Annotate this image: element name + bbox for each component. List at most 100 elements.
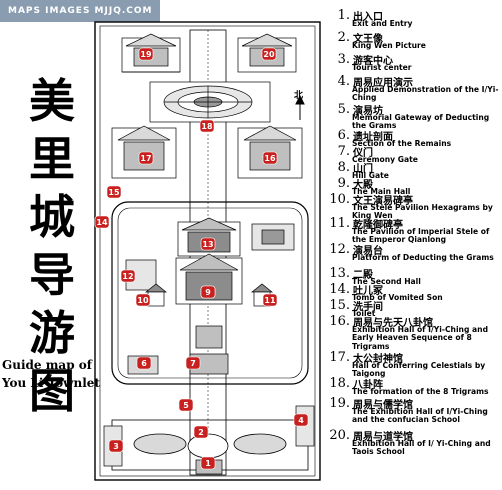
marker-label: 2: [198, 428, 204, 437]
marker-box: [136, 356, 152, 370]
title-char: 美: [29, 74, 75, 128]
hill-gate-8: [195, 325, 223, 349]
legend-number: 7.: [337, 144, 350, 159]
legend-chinese: 二殿: [353, 270, 373, 281]
legend-chinese: 游客中心: [353, 56, 393, 67]
legend-english: The formation of the 8 Trigrams: [352, 387, 489, 396]
legend-chinese: 洗手间: [353, 302, 383, 313]
marker-box: [135, 293, 151, 307]
main-hall-9: [175, 253, 243, 305]
building-16: [237, 125, 303, 179]
stele-pavilion-right: [251, 223, 295, 251]
north-arrow-icon: [295, 94, 305, 120]
legend-chinese: 乾隆御碑亭: [353, 220, 403, 231]
english-title-line: Guide map of: [2, 358, 92, 372]
lower-plaza: [111, 419, 309, 471]
legend-chinese: 山门: [353, 164, 373, 175]
marker-label: 19: [140, 50, 152, 59]
legend-english: Exhibition Hall of I/ Yi-Ching and Taois…: [352, 439, 491, 457]
marker-box: [200, 285, 216, 299]
marker-label: 13: [202, 240, 213, 249]
legend-number: 19.: [329, 396, 350, 411]
marker-box: [262, 151, 278, 165]
legend-english: The Exhibition Hall of I/Yi-Ching and th…: [352, 407, 488, 425]
legend-chinese: 遗址剖面: [353, 132, 393, 143]
marker-box: [261, 47, 277, 61]
marker-box: [199, 119, 215, 133]
site-boundary: [94, 21, 321, 481]
marker-label: 20: [263, 50, 275, 59]
legend-number: 12.: [329, 242, 350, 257]
legend-english: Tourist center: [352, 63, 412, 72]
marker-label: 12: [122, 272, 133, 281]
legend-number: 3.: [337, 52, 350, 67]
legend-number: 11.: [329, 216, 350, 231]
marker-label: 4: [298, 416, 304, 425]
legend-number: 17.: [329, 350, 350, 365]
legend-english: Section of the Remains: [352, 139, 452, 148]
legend-chinese: 吐儿冢: [353, 286, 383, 297]
marker-box: [138, 151, 154, 165]
bagua-formation-18: [149, 81, 271, 123]
legend-number: 20.: [329, 428, 350, 443]
legend-chinese: 周易与道学馆: [353, 432, 413, 443]
legend-english: The Stele Pavilion Hexagrams by King Wen: [352, 203, 493, 221]
marker-label: 11: [264, 296, 276, 305]
watermark: MAPS IMAGES MJJQ.COM: [0, 0, 160, 22]
legend-english: The Second Hall: [352, 277, 421, 286]
legend-english: Ceremony Gate: [352, 155, 418, 164]
legend-chinese: 仪门: [353, 148, 373, 159]
marker-box: [106, 185, 122, 199]
marker-box: [185, 356, 201, 370]
marker-box: [200, 456, 216, 470]
legend-number: 1.: [337, 8, 350, 23]
legend-chinese: 周易应用演示: [353, 78, 413, 89]
legend-number: 9.: [337, 176, 350, 191]
marker-label: 17: [140, 154, 151, 163]
marker-label: 10: [137, 296, 149, 305]
legend-english: The Main Hall: [352, 187, 411, 196]
chinese-title: 美 里 城 导 游 图: [20, 72, 84, 420]
title-char: 导: [29, 248, 75, 302]
title-char: 图: [29, 364, 75, 418]
marker-box: [293, 413, 309, 427]
legend-chinese: 八卦阵: [353, 380, 383, 391]
legend-number: 15.: [329, 298, 350, 313]
inner-compound: [111, 201, 309, 385]
legend-english: King Wen Picture: [352, 41, 426, 50]
legend-english: The Pavilion of Imperial Stele of the Em…: [352, 227, 490, 245]
marker-label: 3: [113, 442, 119, 451]
legend-chinese: 太公封神馆: [353, 354, 403, 365]
legend-english: Platform of Deducting the Grams: [352, 253, 494, 262]
legend-chinese: 文王像: [353, 34, 383, 45]
legend-english: Toilet: [352, 309, 376, 318]
title-char: 游: [29, 306, 75, 360]
marker-box: [108, 439, 124, 453]
legend-english: Tomb of Vomited Son: [352, 293, 443, 302]
legend-number: 8.: [337, 160, 350, 175]
marker-box: [262, 293, 278, 307]
marker-label: 16: [264, 154, 276, 163]
building-17: [111, 125, 177, 179]
legend-number: 14.: [329, 282, 350, 297]
legend-english: Exhibition Hall of I/Yi-Ching and Early …: [352, 325, 489, 351]
legend-english: Exit and Entry: [352, 19, 413, 28]
map-markers: 1234567891011121314151617181920: [94, 47, 309, 470]
legend-number: 4.: [337, 74, 350, 89]
marker-label: 1: [205, 459, 211, 468]
legend-chinese: 周易与儒学馆: [353, 400, 413, 411]
marker-box: [193, 425, 209, 439]
legend-number: 2.: [337, 30, 350, 45]
legend-number: 13.: [329, 266, 350, 281]
legend-chinese: 演易坊: [353, 106, 383, 117]
legend-english: Applied Demonstration of the I/Yi-Ching: [352, 85, 499, 103]
marker-label: 15: [108, 188, 120, 197]
legend-english: Memorial Gateway of Deducting the Grams: [352, 113, 490, 131]
marker-label: 14: [96, 218, 108, 227]
english-title: Guide map of You Li Townlet: [2, 356, 114, 392]
marker-box: [200, 237, 216, 251]
marker-label: 18: [201, 122, 213, 131]
legend-number: 6.: [337, 128, 350, 143]
legend-english: Hill Gate: [352, 171, 389, 180]
